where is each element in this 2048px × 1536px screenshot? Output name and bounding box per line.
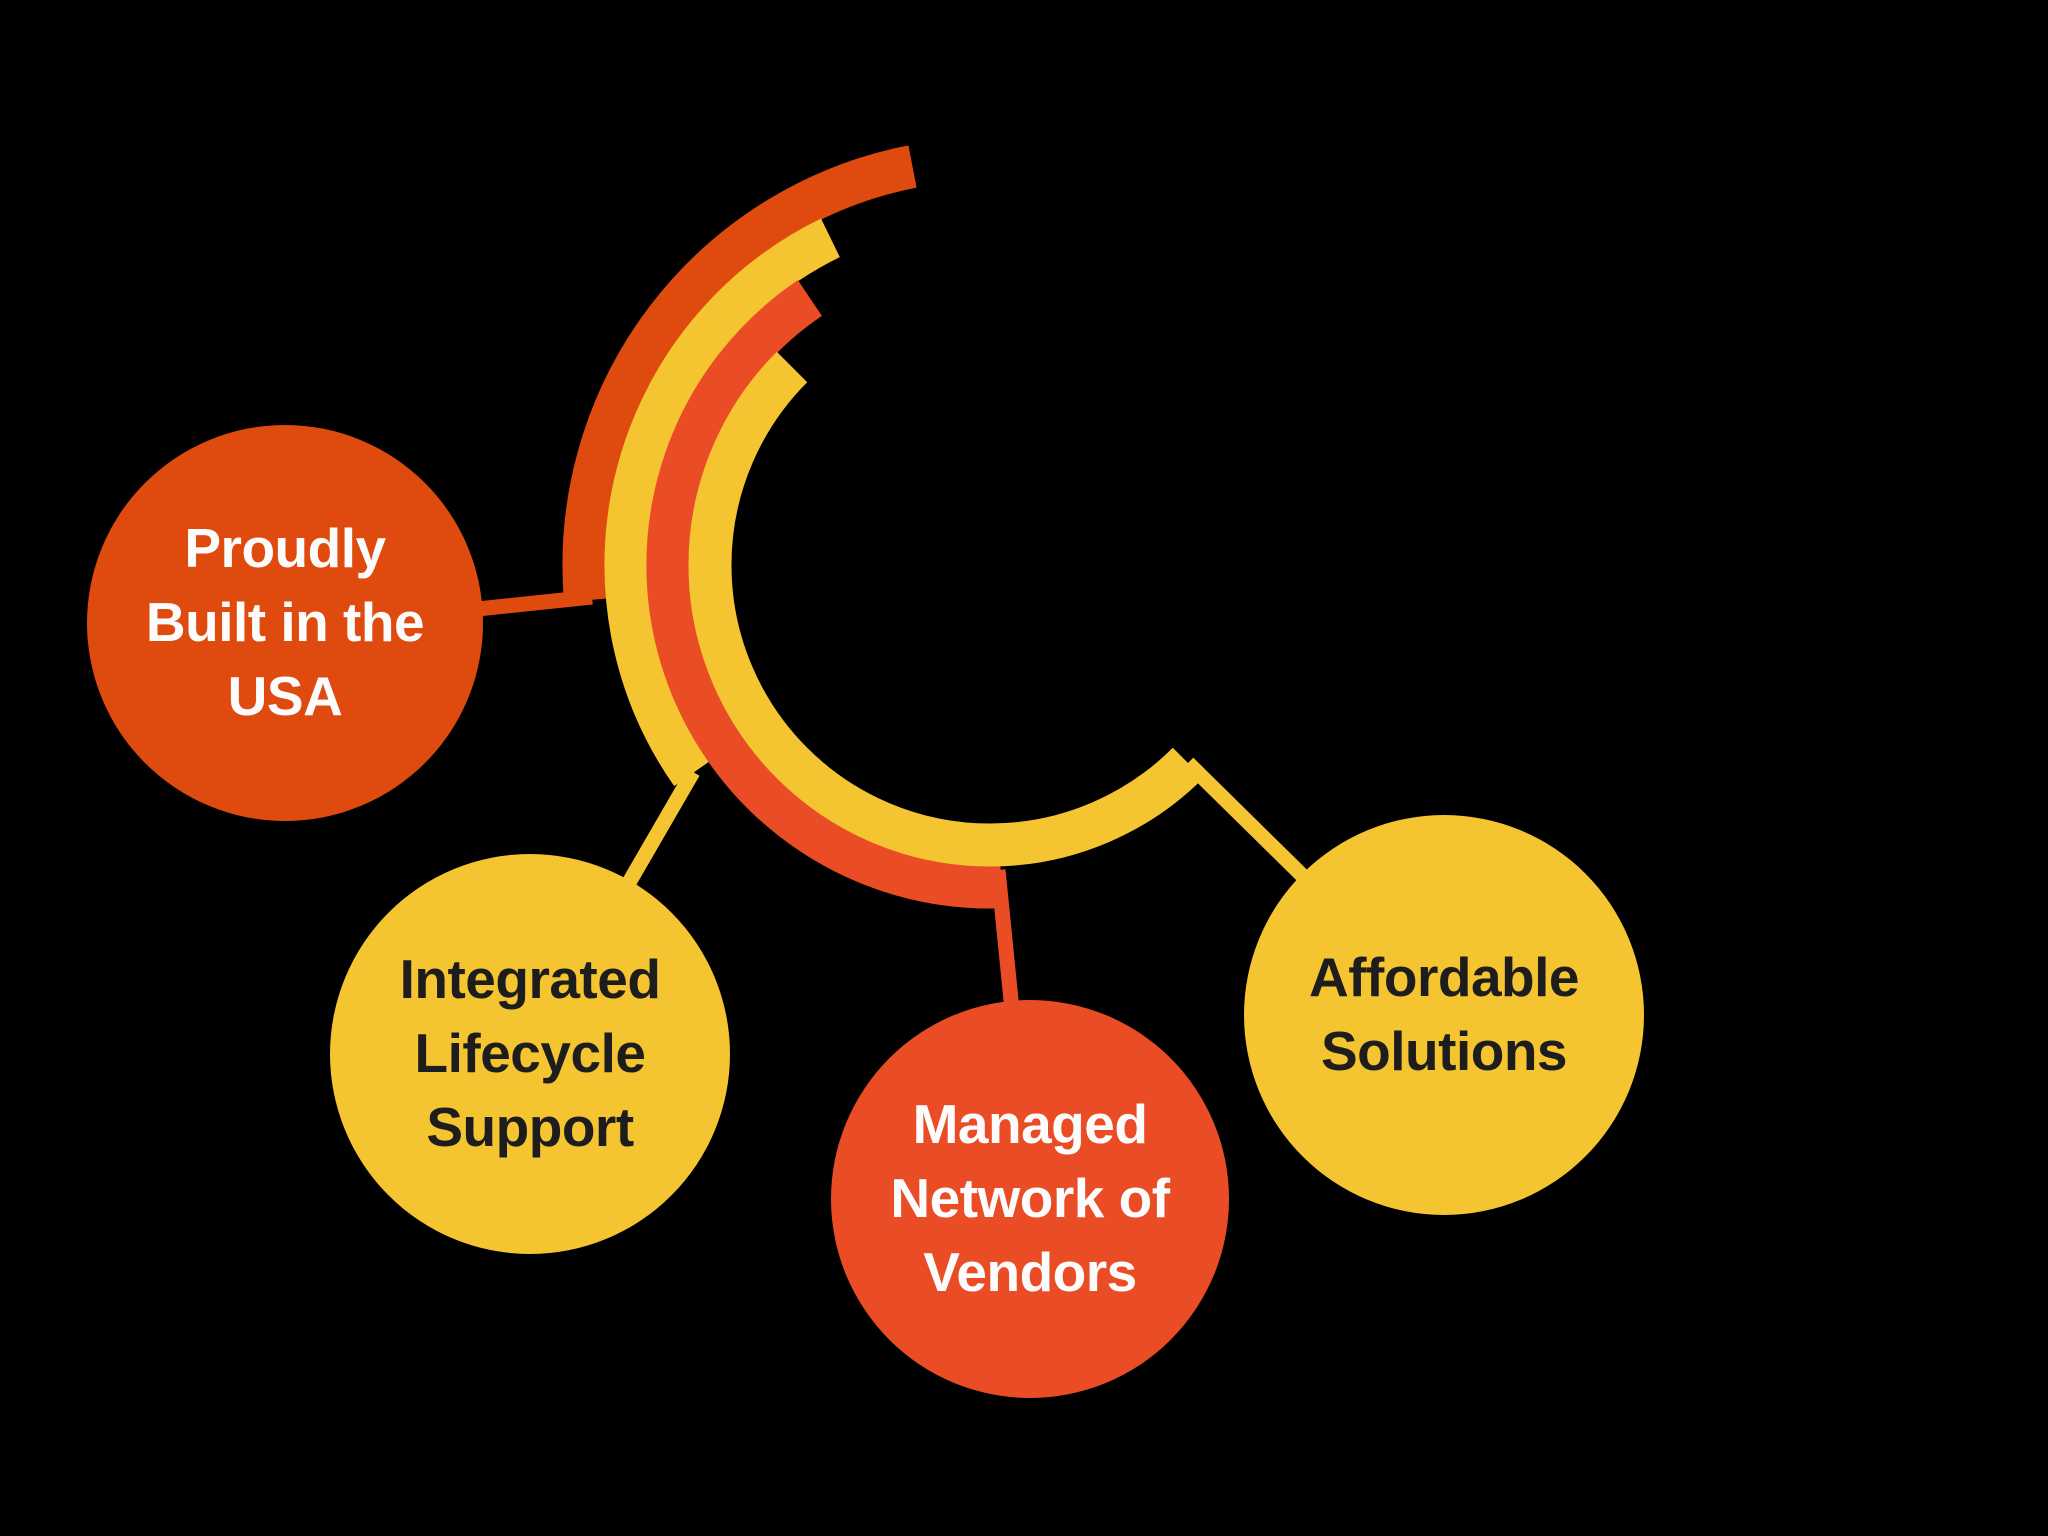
bubble-label-line: Integrated [399,948,661,1011]
bubble-integrated-lifecycle-support: Integrated Lifecycle Support [330,854,730,1254]
bubble-label-line: Affordable [1309,946,1580,1009]
bubble-affordable-solutions-label: Affordable Solutions [1309,941,1580,1088]
bubble-proudly-built-usa: Proudly Built in the USA [87,425,483,821]
bubble-label-line: Network of [890,1167,1170,1230]
connector-affordable-solutions [1182,757,1325,898]
bubble-label-line: Built in the [145,591,425,654]
ring-orange-red [646,280,1002,909]
bubble-label-line: Vendors [923,1240,1137,1303]
bubble-label-line: Lifecycle [414,1022,646,1085]
bubble-label-line: Managed [912,1093,1148,1156]
bubble-proudly-built-usa-label: Proudly Built in the USA [145,512,425,733]
connector-managed-network-vendors [990,869,1021,1021]
bubble-managed-network-of-vendors: Managed Network of Vendors [831,1000,1229,1398]
bubble-managed-network-of-vendors-label: Managed Network of Vendors [890,1088,1170,1309]
ring-dark-orange-outer [562,145,917,603]
bubble-label-line: Solutions [1320,1020,1568,1082]
ring-yellow-outer [604,218,840,787]
bubble-label-line: USA [227,664,343,727]
bubble-label-line: Proudly [184,517,386,580]
bubble-label-line: Support [426,1095,634,1158]
connector-proudly-built-usa [467,589,593,618]
bubble-affordable-solutions: Affordable Solutions [1244,815,1644,1215]
bubble-integrated-lifecycle-support-label: Integrated Lifecycle Support [400,943,661,1164]
ring-yellow-inner [688,351,1204,867]
